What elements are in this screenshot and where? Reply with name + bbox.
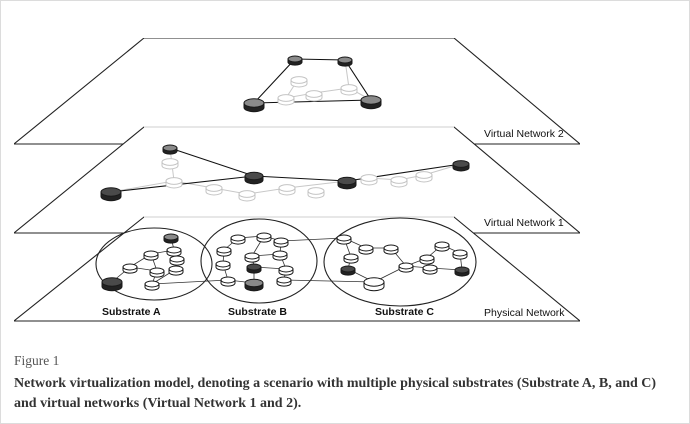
figure-label: Figure 1 [14, 353, 60, 368]
substrate-label-b: Substrate B [228, 306, 287, 318]
substrate-c-node [398, 262, 414, 273]
substrate-c-node [340, 265, 356, 276]
network-diagram: Virtual Network 2 Virtual Network 1 Phys… [14, 38, 580, 322]
plane-label-virtual-network-1: Virtual Network 1 [484, 217, 564, 229]
substrate-a-node [144, 280, 160, 291]
substrate-c-node [422, 264, 438, 275]
vn2-faint-node [305, 90, 323, 102]
substrate-c-node [363, 277, 385, 292]
plane-label-physical-network: Physical Network [484, 307, 565, 319]
vn1-faint-node [238, 190, 256, 202]
plane-virtual-network-2 [14, 38, 580, 145]
inter-substrate-link [283, 279, 375, 283]
substrate-c-node [419, 254, 435, 265]
vn2-node [243, 98, 265, 113]
vn1-faint-node [205, 184, 223, 196]
vn2-faint-node [340, 84, 358, 96]
substrate-a-node [143, 250, 159, 261]
vn1-node [337, 176, 357, 190]
substrate-b-node [215, 260, 231, 271]
substrate-b-node [246, 263, 262, 274]
substrate-b-boundary [200, 218, 318, 304]
substrate-b-node [244, 278, 264, 292]
substrate-a-boundary [95, 227, 213, 301]
vn1-faint-node [415, 171, 433, 183]
vn2-faint-link [285, 87, 372, 101]
substrate-c-node [343, 253, 359, 264]
substrate-c-boundary [323, 217, 477, 307]
substrate-b-node [276, 276, 292, 287]
substrate-c-node [454, 266, 470, 277]
substrate-b-node [244, 252, 260, 263]
vn1-node [244, 171, 264, 185]
vn1-faint-link [368, 163, 462, 181]
substrate-a-node [122, 263, 138, 274]
substrate-c-node [336, 234, 352, 245]
substrate-c-node [358, 244, 374, 255]
substrate-label-c: Substrate C [375, 306, 434, 318]
vn1-node [162, 144, 178, 155]
substrate-b-node [230, 234, 246, 245]
substrate-a-node [149, 267, 165, 278]
vn1-faint-node [165, 177, 183, 189]
plane-label-virtual-network-2: Virtual Network 2 [484, 128, 564, 140]
vn1-link [169, 147, 462, 182]
figure-panel: Virtual Network 2 Virtual Network 1 Phys… [14, 38, 580, 324]
substrate-label-a: Substrate A [102, 306, 161, 318]
substrate-b-node [272, 250, 288, 261]
substrate-b-node [256, 232, 272, 243]
substrate-c-node [383, 244, 399, 255]
vn1-faint-node [390, 176, 408, 188]
vn1-node [452, 160, 470, 172]
substrate-b-node [220, 276, 236, 287]
figure-caption-text: Network virtualization model, denoting a… [14, 376, 657, 411]
vn1-node [100, 187, 122, 202]
substrate-a-node [163, 233, 179, 244]
substrate-c-node [434, 241, 450, 252]
substrate-a-node [101, 277, 123, 292]
vn1-faint-node [360, 174, 378, 186]
vn1-faint-node [278, 184, 296, 196]
vn2-faint-node [290, 76, 308, 88]
inter-substrate-link [151, 279, 229, 285]
substrate-b-node [273, 237, 289, 248]
vn1-faint-node [161, 158, 179, 170]
vn1-faint-node [307, 187, 325, 199]
vn2-node [360, 95, 382, 110]
figure-caption: Figure 1 Network virtualization model, d… [14, 352, 676, 414]
substrate-b-node [278, 265, 294, 276]
substrate-a-node [166, 246, 182, 257]
vn2-node [287, 55, 303, 66]
vn2-faint-node [277, 94, 295, 106]
substrate-a-node [168, 265, 184, 276]
substrate-c-node [452, 249, 468, 260]
substrate-b-node [216, 246, 232, 257]
inter-substrate-link [280, 237, 345, 242]
vn2-node [337, 56, 353, 67]
substrate-a-node [169, 255, 185, 266]
